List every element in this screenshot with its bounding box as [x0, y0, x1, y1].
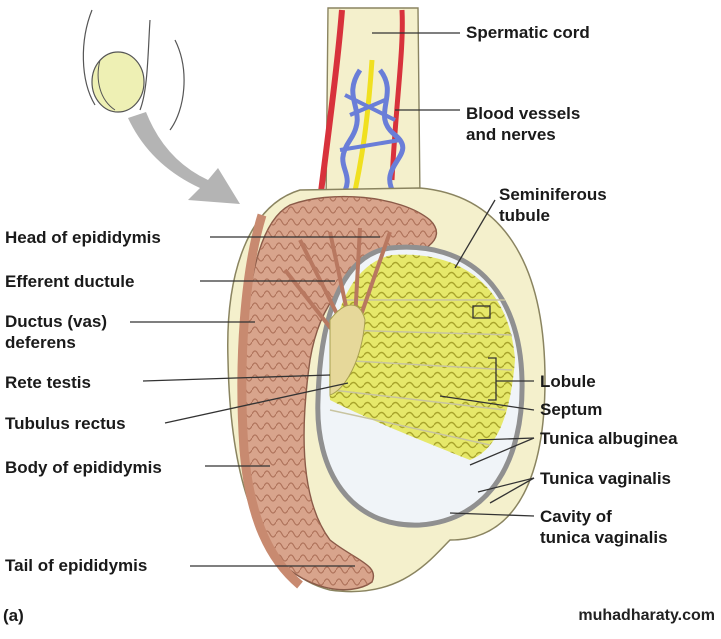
lobule-marker	[472, 305, 491, 319]
pointer-arrow-icon	[128, 112, 240, 204]
tubule-coils	[329, 254, 515, 460]
lobule-bracket	[488, 357, 497, 401]
label-rete-testis: Rete testis	[5, 373, 91, 392]
label-septum: Septum	[540, 400, 603, 419]
panel-label: (a)	[3, 606, 24, 625]
label-efferent-ductule: Efferent ductule	[5, 272, 135, 291]
label-head-of-epididymis: Head of epididymis	[5, 228, 161, 247]
label-body-of-epididymis: Body of epididymis	[5, 458, 162, 477]
label-tunica-albuginea: Tunica albuginea	[540, 429, 678, 448]
label-ductus-deferens: Ductus (vas)deferens	[5, 312, 108, 352]
rete-testis	[329, 304, 366, 396]
label-tail-of-epididymis: Tail of epididymis	[5, 556, 148, 575]
inset-testis	[91, 51, 145, 113]
locator-inset	[82, 9, 185, 131]
ductus-deferens	[237, 213, 303, 589]
epididymis-coils	[243, 196, 437, 590]
watermark: muhadharaty.com	[578, 607, 715, 624]
label-tunica-vaginalis: Tunica vaginalis	[540, 469, 672, 488]
leader-lines	[130, 32, 535, 567]
septa	[329, 299, 513, 446]
label-spermatic-cord: Spermatic cord	[466, 23, 590, 42]
spermatic-cord	[317, 7, 421, 206]
label-tubulus-rectus: Tubulus rectus	[5, 414, 126, 433]
label-lobule: Lobule	[540, 372, 596, 391]
